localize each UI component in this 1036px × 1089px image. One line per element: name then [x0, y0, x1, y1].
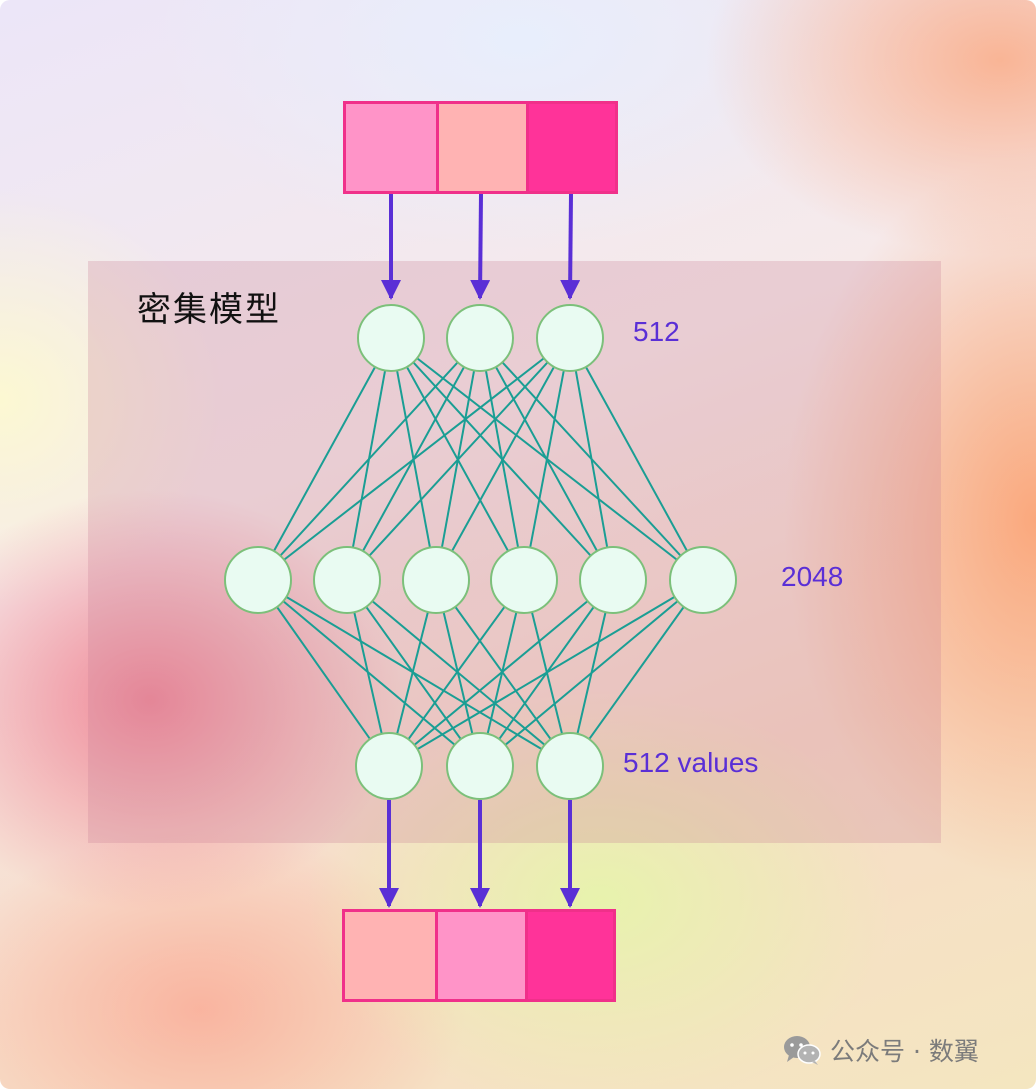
watermark: 公众号 · 数翼: [782, 1030, 979, 1070]
input-layer-label: 512: [633, 316, 680, 347]
input-node: [536, 304, 604, 372]
vec-in-cell-1: [346, 104, 436, 191]
connection-edge: [569, 579, 704, 767]
output-node: [355, 732, 423, 800]
connection-edge: [346, 337, 571, 581]
connection-edge: [257, 579, 390, 767]
connection-edge: [388, 579, 525, 767]
vec-in-cell-2: [436, 104, 526, 191]
hidden-node: [669, 546, 737, 614]
diagram-title: 密集模型: [137, 290, 281, 330]
connection-edge: [523, 337, 571, 581]
input-arrow: [470, 193, 491, 300]
watermark-text: 公众号 · 数翼: [830, 1037, 979, 1066]
hidden-node: [224, 546, 292, 614]
connection-edge: [569, 337, 614, 581]
input-node: [446, 304, 514, 372]
output-layer-label: 512 values: [623, 747, 759, 778]
hidden-node: [490, 546, 558, 614]
vec-out-cell-3: [525, 912, 613, 999]
hidden-node: [579, 546, 647, 614]
edge-group: [257, 337, 704, 767]
arrow-group: [379, 193, 581, 908]
connection-edge: [435, 337, 571, 581]
vec-out-cell-2: [435, 912, 525, 999]
hidden-layer-label: 2048: [781, 561, 844, 592]
connection-edge: [569, 337, 704, 581]
vec-out-cell-1: [345, 912, 435, 999]
output-node: [536, 732, 604, 800]
connection-edge: [257, 337, 571, 581]
hidden-node: [313, 546, 381, 614]
output-vector: [342, 909, 616, 1002]
connection-edge: [257, 337, 392, 581]
wechat-icon: [784, 1036, 821, 1065]
input-node: [357, 304, 425, 372]
connection-edge: [388, 579, 614, 767]
connection-edge: [479, 579, 704, 767]
hidden-node: [402, 546, 470, 614]
input-vector: [343, 101, 618, 194]
connection-edge: [257, 337, 481, 581]
connection-edge: [388, 579, 704, 767]
output-node: [446, 732, 514, 800]
input-arrow: [560, 193, 581, 300]
vec-in-cell-3: [526, 104, 615, 191]
node-group: [224, 304, 737, 800]
